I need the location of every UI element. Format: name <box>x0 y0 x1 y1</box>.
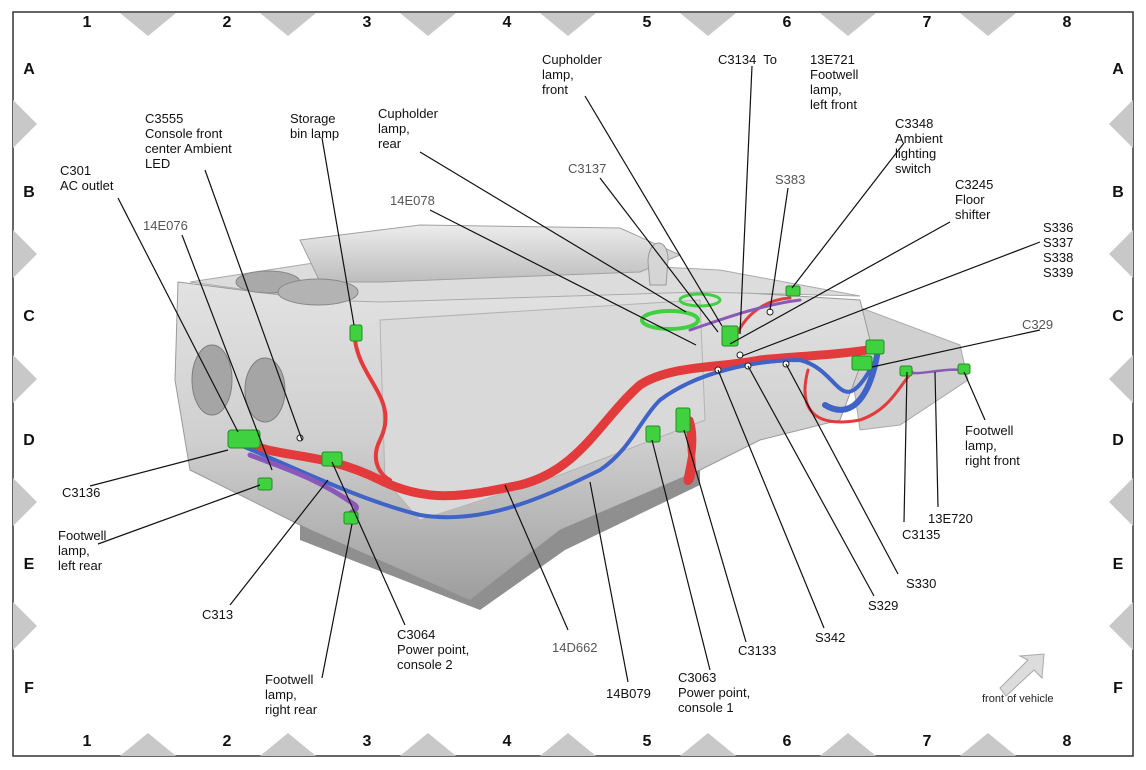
grid-row-a-right: A <box>1112 61 1124 78</box>
grid-row-c-right: C <box>1112 308 1124 325</box>
leader-lines <box>89 65 1041 683</box>
connector-footwell-right-front <box>957 363 971 375</box>
label-c3063: C3063 Power point, console 1 <box>678 670 751 715</box>
label-s342: S342 <box>815 630 846 645</box>
grid-row-d-left: D <box>23 432 35 449</box>
connector-footwell-right-rear <box>343 511 359 525</box>
connector-c3136 <box>227 429 261 449</box>
grid-col-1-top: 1 <box>82 14 92 31</box>
grid-col-5-bottom: 5 <box>642 733 652 750</box>
grid-col-2-bottom: 2 <box>222 733 232 750</box>
grid-col-8-bottom: 8 <box>1062 733 1072 750</box>
label-c3133: C3133 <box>738 643 777 658</box>
front-of-vehicle-arrow <box>999 653 1045 697</box>
label-cupholder-rear: Cupholder lamp, rear <box>378 106 438 151</box>
front-of-vehicle-label: front of vehicle <box>982 693 1054 705</box>
grid-col-4-bottom: 4 <box>502 733 512 750</box>
label-s329: S329 <box>868 598 899 613</box>
label-14b079: 14B079 <box>606 686 651 701</box>
connector-c3135 <box>899 365 913 377</box>
grid-row-c-left: C <box>23 308 35 325</box>
label-storage-bin-lamp: Storage bin lamp <box>290 111 340 141</box>
label-s336-s339: S336 S337 S338 S339 <box>1043 220 1074 280</box>
label-c329: C329 <box>1022 317 1054 332</box>
grid-row-d-right: D <box>1112 432 1124 449</box>
grid-row-a-left: A <box>23 61 35 78</box>
grid-col-2-top: 2 <box>222 14 232 31</box>
grid-markers <box>13 13 1133 756</box>
label-footwell-left-rear: Footwell lamp, left rear <box>58 528 107 573</box>
grid-col-3-top: 3 <box>362 14 372 31</box>
connector-c329 <box>851 355 873 371</box>
label-c3135: C3135 <box>902 527 941 542</box>
grid-col-8-top: 8 <box>1062 14 1072 31</box>
label-14e078: 14E078 <box>390 193 435 208</box>
grid-col-7-bottom: 7 <box>922 733 932 750</box>
label-s383: S383 <box>775 172 806 187</box>
label-c3064: C3064 Power point, console 2 <box>397 627 470 672</box>
label-footwell-right-rear: Footwell lamp, right rear <box>265 672 318 717</box>
connector-c3133 <box>675 407 691 433</box>
connector-footwell-left-rear <box>257 477 273 491</box>
grid-col-4-top: 4 <box>502 14 512 31</box>
label-s330: S330 <box>906 576 937 591</box>
label-c3245: C3245 Floor shifter <box>955 177 994 222</box>
label-13e721: 13E721 Footwell lamp, left front <box>810 52 859 112</box>
grid-col-1-bottom: 1 <box>82 733 92 750</box>
connector-c3134 <box>721 325 739 347</box>
grid-col-3-bottom: 3 <box>362 733 372 750</box>
label-c3348: C3348 Ambient lighting switch <box>895 116 943 176</box>
grid-col-5-top: 5 <box>642 14 652 31</box>
connectors <box>227 285 971 525</box>
grid-row-f-left: F <box>24 680 34 697</box>
connector-c3245 <box>865 339 885 355</box>
label-cupholder-front: Cupholder lamp, front <box>542 52 602 97</box>
grid-row-e-left: E <box>23 556 35 573</box>
connector-storage-bin <box>349 324 363 342</box>
label-c301: C301 AC outlet <box>60 163 114 193</box>
label-c3136: C3136 <box>62 485 101 500</box>
label-c313: C313 <box>202 607 234 622</box>
label-c3134: C3134 To <box>718 52 778 67</box>
grid-row-e-right: E <box>1112 556 1124 573</box>
grid-col-6-top: 6 <box>782 14 792 31</box>
label-c3555: C3555 Console front center Ambient LED <box>145 111 232 171</box>
label-14d662: 14D662 <box>552 640 598 655</box>
label-13e720: 13E720 <box>928 511 973 526</box>
connector-c3064 <box>321 451 343 467</box>
grid-col-6-bottom: 6 <box>782 733 792 750</box>
grid-col-7-top: 7 <box>922 14 932 31</box>
label-footwell-right-front: Footwell lamp, right front <box>965 423 1020 468</box>
connector-c3063 <box>645 425 661 443</box>
label-c3137: C3137 <box>568 161 607 176</box>
label-14e076: 14E076 <box>143 218 188 233</box>
grid-row-b-left: B <box>23 184 35 201</box>
cupholder-lamp-ring <box>640 309 700 331</box>
grid-row-f-right: F <box>1113 680 1123 697</box>
grid-row-b-right: B <box>1112 184 1124 201</box>
